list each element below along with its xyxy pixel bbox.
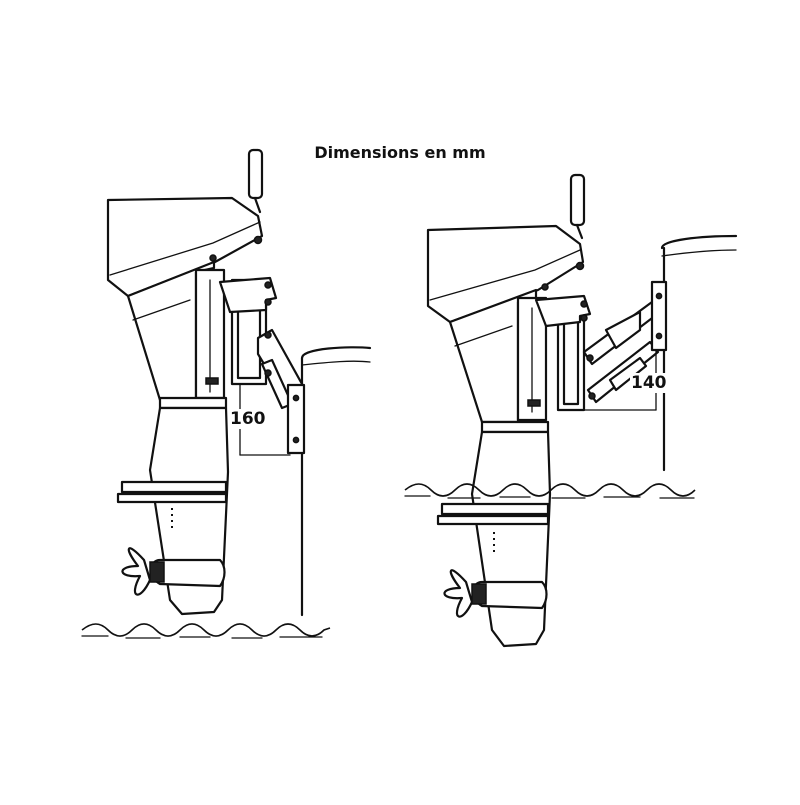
right-mounting-bracket xyxy=(534,280,668,412)
right-outboard-motor xyxy=(426,173,586,648)
left-mounting-bracket xyxy=(218,276,306,456)
right-water-line xyxy=(404,483,696,497)
left-water-line-lower xyxy=(81,635,323,639)
left-water-line xyxy=(81,623,331,637)
left-dimension-label: 160 xyxy=(229,409,267,429)
right-boat-transom xyxy=(660,234,738,472)
right-water-line-lower xyxy=(404,495,695,499)
left-outboard-motor xyxy=(106,148,264,616)
right-dimension-label: 140 xyxy=(630,373,668,393)
left-boat-transom xyxy=(300,346,372,617)
diagram-title: Dimensions en mm xyxy=(314,143,486,162)
